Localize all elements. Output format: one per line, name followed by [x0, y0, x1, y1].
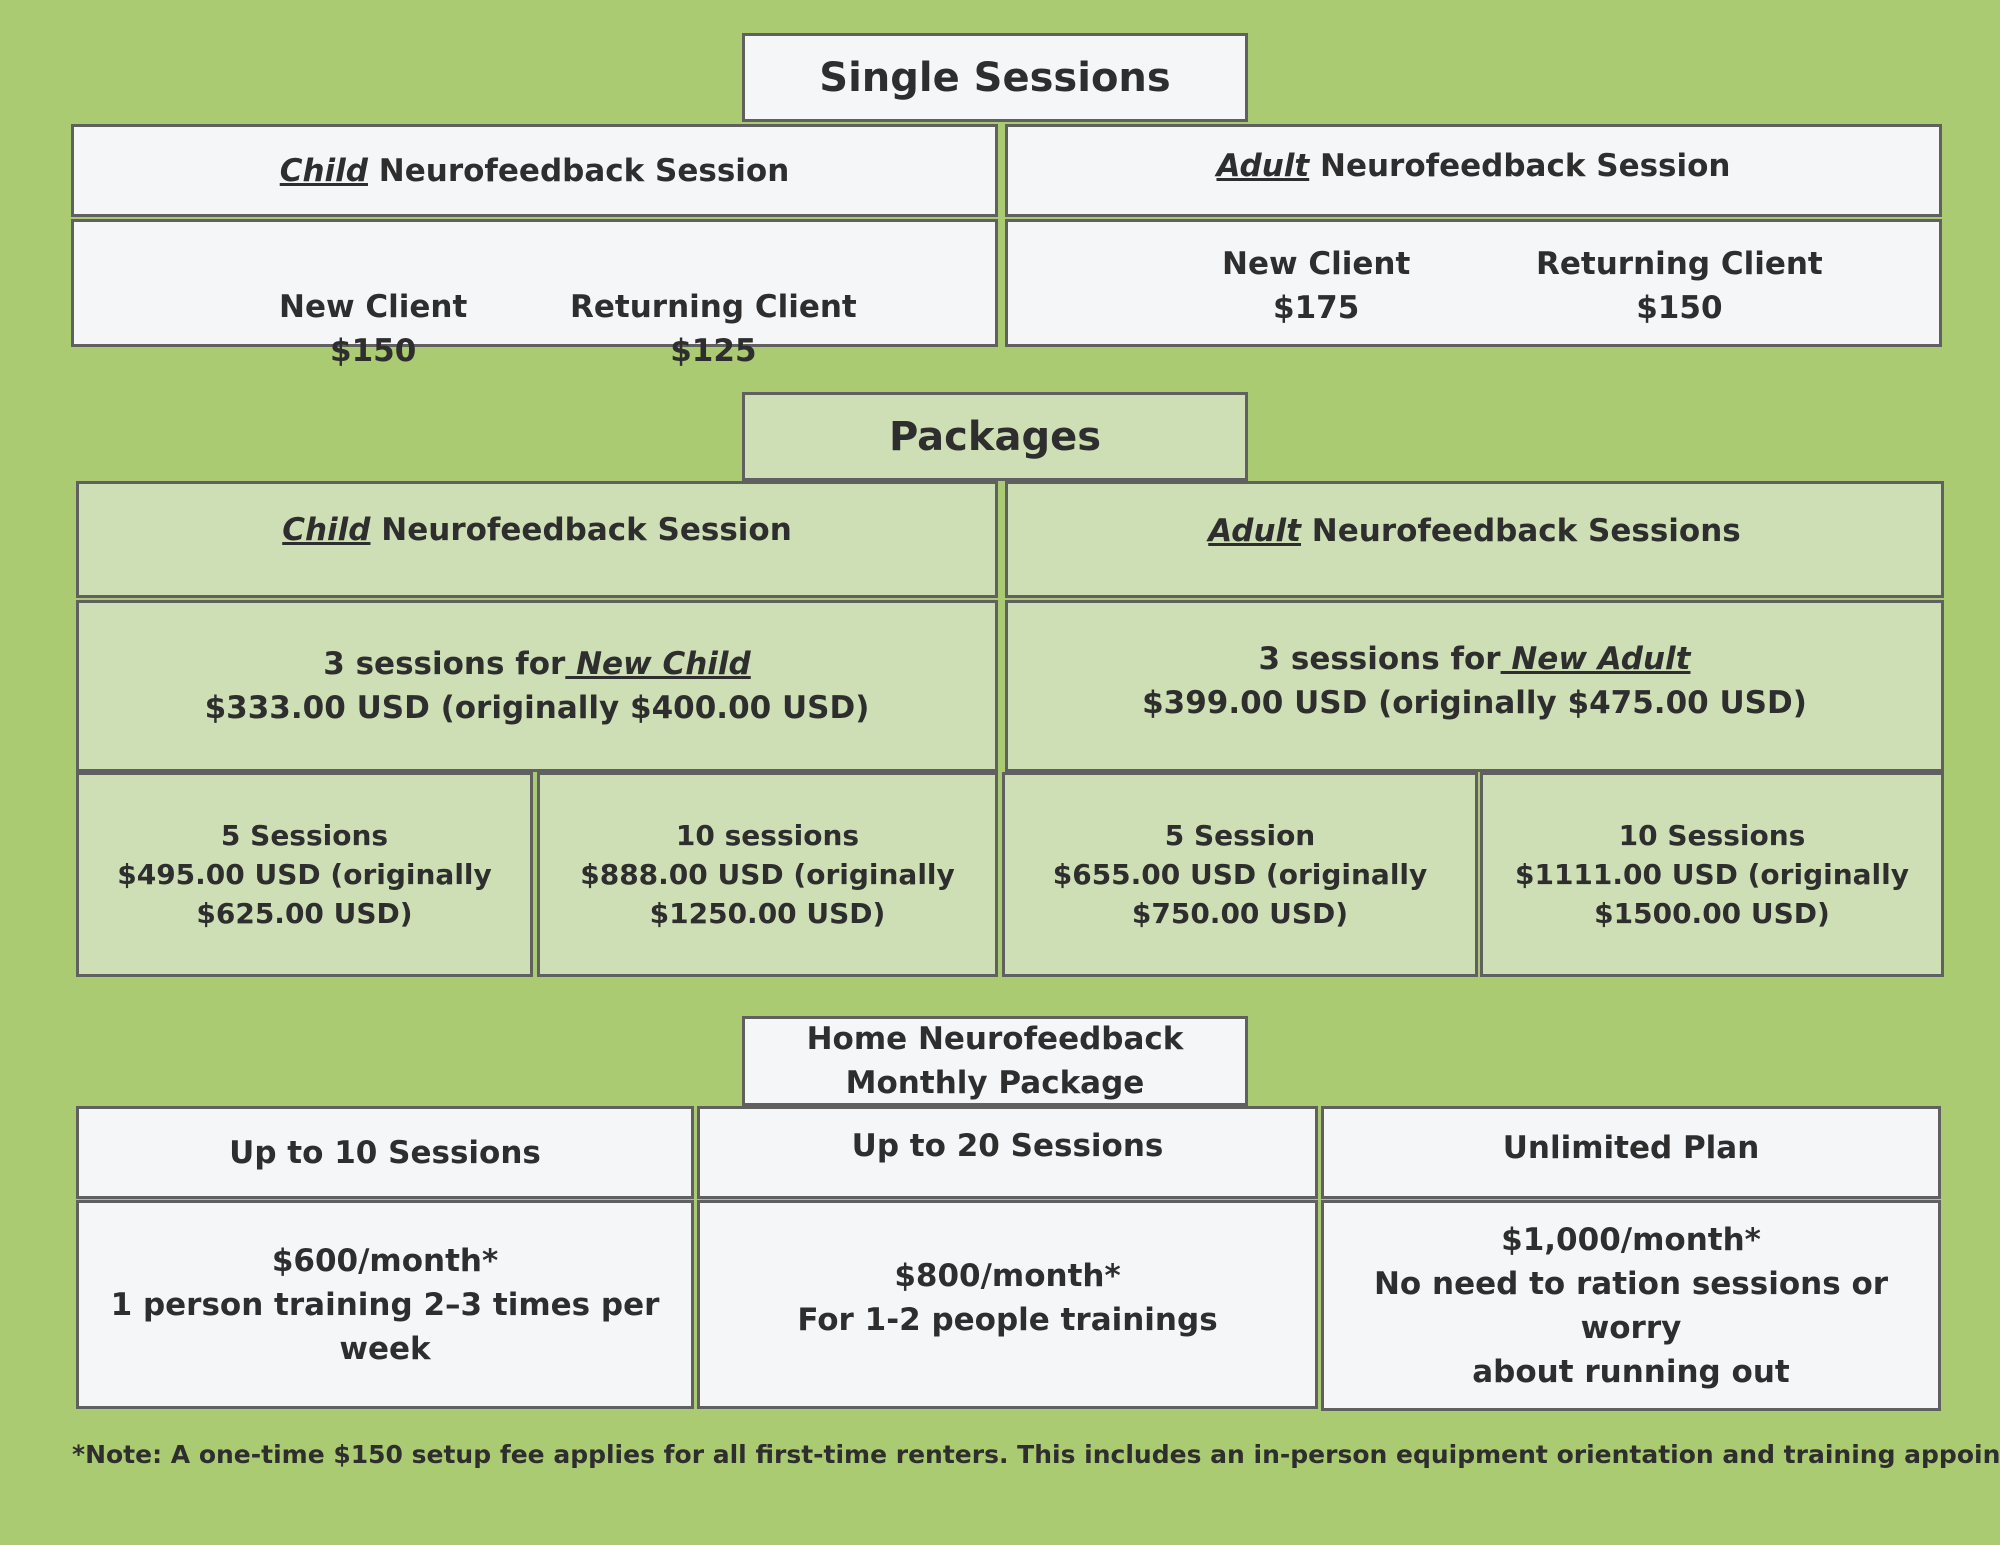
- pkg-adult-three-em: New Adult: [1500, 641, 1691, 677]
- pkg-adult-ten-line1: 10 Sessions: [1618, 819, 1806, 852]
- single-adult-prices: New Client $175 Returning Client $150: [1005, 219, 1942, 347]
- single-adult-new-label: New Client: [1222, 246, 1411, 282]
- single-child-label: Child Neurofeedback Session: [280, 149, 790, 193]
- single-adult-new: New Client $175: [1222, 242, 1410, 330]
- packages-title: Packages: [742, 392, 1248, 481]
- home-plan-1-name: Up to 10 Sessions: [229, 1134, 541, 1171]
- single-adult-ret-price: $150: [1636, 290, 1723, 326]
- pkg-adult-ten: 10 Sessions $1111.00 USD (originally $15…: [1480, 772, 1944, 977]
- pkg-child-three-prefix: 3 sessions for: [323, 646, 566, 682]
- home-title-line2: Monthly Package: [845, 1065, 1145, 1101]
- home-plan-2-body: $800/month* For 1-2 people trainings: [697, 1200, 1318, 1409]
- pkg-adult-five-line1: 5 Session: [1164, 819, 1316, 852]
- pkg-adult-five-line3: $750.00 USD): [1131, 897, 1349, 930]
- pkg-child-label-em: Child: [282, 511, 371, 548]
- home-plan-1-header: Up to 10 Sessions: [76, 1106, 694, 1199]
- pkg-adult-label-rest: Neurofeedback Sessions: [1301, 512, 1741, 549]
- single-child-ret-price: $125: [670, 333, 757, 369]
- home-plan-2-header: Up to 20 Sessions: [697, 1106, 1318, 1199]
- single-adult-ret-label: Returning Client: [1536, 246, 1823, 282]
- home-plan-2-desc1: For 1-2 people trainings: [797, 1301, 1218, 1338]
- pkg-adult-label-em: Adult: [1208, 512, 1301, 549]
- single-child-label-rest: Neurofeedback Session: [367, 152, 790, 189]
- pkg-child-label: Child Neurofeedback Session: [282, 508, 792, 552]
- home-plan-1-desc1: 1 person training 2–3 times per week: [110, 1286, 660, 1367]
- footnote: *Note: A one-time $150 setup fee applies…: [72, 1440, 2000, 1469]
- home-plan-3-desc2: about running out: [1472, 1353, 1790, 1390]
- home-plan-2-name: Up to 20 Sessions: [851, 1127, 1164, 1164]
- single-child-new-price: $150: [330, 333, 417, 369]
- pkg-child-five-line2: $495.00 USD (originally: [117, 858, 492, 891]
- pkg-child-three-line1: 3 sessions for New Child: [323, 642, 751, 686]
- pkg-child-label-rest: Neurofeedback Session: [370, 511, 792, 548]
- home-plan-3-price: $1,000/month*: [1501, 1221, 1761, 1258]
- pkg-child-five: 5 Sessions $495.00 USD (originally $625.…: [76, 772, 533, 977]
- pkg-adult-three-price: $399.00 USD (originally $475.00 USD): [1142, 685, 1807, 721]
- single-child-new: New Client $150: [279, 285, 467, 373]
- pkg-adult-three-line1: 3 sessions for New Adult: [1259, 637, 1691, 681]
- single-child-new-label: New Client: [279, 289, 468, 325]
- single-child-label-em: Child: [279, 152, 368, 189]
- pkg-adult-five-line2: $655.00 USD (originally: [1052, 858, 1428, 891]
- home-title: Home Neurofeedback Monthly Package: [742, 1016, 1248, 1106]
- single-child-prices: New Client $150 Returning Client $125: [71, 219, 998, 369]
- single-adult-label-em: Adult: [1216, 147, 1310, 184]
- pkg-child-five-line1: 5 Sessions: [220, 819, 389, 852]
- single-sessions-title-text: Single Sessions: [819, 54, 1171, 101]
- pkg-child-three-price: $333.00 USD (originally $400.00 USD): [204, 690, 870, 726]
- pkg-adult-three-prefix: 3 sessions for: [1258, 641, 1501, 677]
- pkg-adult-three: 3 sessions for New Adult $399.00 USD (or…: [1005, 600, 1944, 772]
- single-adult-new-price: $175: [1273, 290, 1360, 326]
- single-child-returning: Returning Client $125: [570, 285, 857, 373]
- home-plan-3-desc1: No need to ration sessions or worry: [1373, 1265, 1889, 1346]
- home-title-line1: Home Neurofeedback: [806, 1021, 1184, 1057]
- single-adult-returning: Returning Client $150: [1536, 242, 1823, 330]
- single-child-header: Child Neurofeedback Session: [71, 124, 998, 217]
- home-plan-1-body: $600/month* 1 person training 2–3 times …: [76, 1200, 694, 1409]
- pkg-child-ten: 10 sessions $888.00 USD (originally $125…: [537, 772, 998, 977]
- home-plan-1-price: $600/month*: [271, 1242, 499, 1279]
- single-adult-label-rest: Neurofeedback Session: [1309, 147, 1731, 184]
- home-plan-3-body: $1,000/month* No need to ration sessions…: [1321, 1200, 1941, 1411]
- pkg-adult-ten-line3: $1500.00 USD): [1594, 897, 1830, 930]
- single-sessions-title: Single Sessions: [742, 33, 1248, 122]
- home-plan-3-name: Unlimited Plan: [1502, 1129, 1760, 1166]
- pkg-adult-label: Adult Neurofeedback Sessions: [1208, 509, 1741, 553]
- pkg-child-ten-line3: $1250.00 USD): [649, 897, 886, 930]
- pkg-child-ten-line2: $888.00 USD (originally: [580, 858, 955, 891]
- pkg-child-header: Child Neurofeedback Session: [76, 481, 998, 598]
- single-child-ret-label: Returning Client: [570, 289, 857, 325]
- packages-title-text: Packages: [888, 413, 1102, 460]
- pkg-adult-header: Adult Neurofeedback Sessions: [1005, 481, 1944, 598]
- home-plan-3-header: Unlimited Plan: [1321, 1106, 1941, 1199]
- pkg-child-five-line3: $625.00 USD): [196, 897, 413, 930]
- pkg-child-three: 3 sessions for New Child $333.00 USD (or…: [76, 600, 998, 772]
- pkg-child-three-em: New Child: [565, 646, 751, 682]
- single-adult-header: Adult Neurofeedback Session: [1005, 124, 1942, 217]
- pkg-child-ten-line1: 10 sessions: [675, 819, 860, 852]
- home-plan-2-price: $800/month*: [894, 1257, 1121, 1294]
- pkg-adult-ten-line2: $1111.00 USD (originally: [1514, 858, 1909, 891]
- single-adult-label: Adult Neurofeedback Session: [1216, 144, 1730, 188]
- pkg-adult-five: 5 Session $655.00 USD (originally $750.0…: [1002, 772, 1478, 977]
